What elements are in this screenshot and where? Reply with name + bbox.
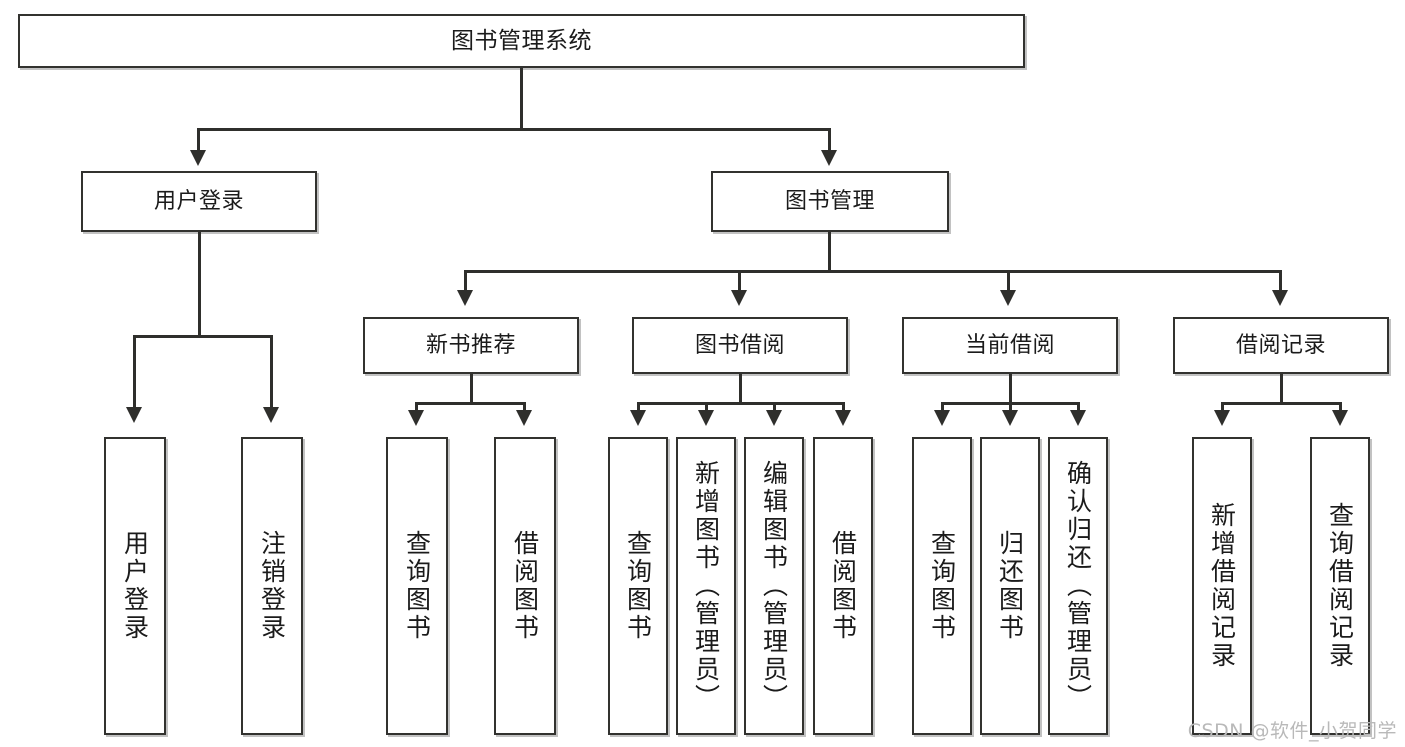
node-label: 用户登录	[120, 530, 150, 642]
node-label: 查询借阅记录	[1325, 502, 1355, 670]
arrow-book-mgmt-to-borrow-record	[1272, 290, 1288, 306]
node-label: 图书借阅	[694, 332, 785, 358]
connector-book-borrow-drop-3	[773, 402, 776, 413]
node-book-borrow[interactable]: 图书借阅	[632, 317, 848, 374]
leaf-borrow-record-query[interactable]: 查询借阅记录	[1310, 437, 1370, 735]
arrow-current-borrow-leaf-1	[934, 410, 950, 426]
arrow-current-borrow-leaf-3	[1070, 410, 1086, 426]
connector-user-login-drop-1	[133, 335, 136, 410]
connector-book-mgmt-drop-3	[1007, 270, 1010, 293]
node-borrow-record[interactable]: 借阅记录	[1173, 317, 1389, 374]
node-label: 确认归还（管理员）	[1063, 460, 1093, 712]
arrow-root-to-book-mgmt	[821, 150, 837, 166]
node-label: 查询图书	[402, 530, 432, 642]
leaf-book-borrow-add[interactable]: 新增图书（管理员）	[676, 437, 736, 735]
arrow-new-book-leaf-2	[516, 410, 532, 426]
connector-book-mgmt-drop-4	[1279, 270, 1282, 293]
leaf-new-book-borrow[interactable]: 借阅图书	[494, 437, 556, 735]
node-label: 图书管理系统	[451, 27, 592, 54]
leaf-book-borrow-edit[interactable]: 编辑图书（管理员）	[744, 437, 804, 735]
connector-book-borrow-drop-1	[637, 402, 640, 413]
node-label: 新增图书（管理员）	[691, 460, 721, 712]
node-label: 查询图书	[927, 530, 957, 642]
node-new-book-recommend[interactable]: 新书推荐	[363, 317, 579, 374]
leaf-book-borrow-query[interactable]: 查询图书	[608, 437, 668, 735]
connector-root-bus	[197, 128, 831, 131]
leaf-book-borrow-borrow[interactable]: 借阅图书	[813, 437, 873, 735]
node-current-borrow[interactable]: 当前借阅	[902, 317, 1118, 374]
leaf-borrow-record-add[interactable]: 新增借阅记录	[1192, 437, 1252, 735]
connector-borrow-record-stem	[1280, 374, 1283, 404]
connector-borrow-record-drop-1	[1221, 402, 1224, 413]
connector-root-to-user-login	[197, 128, 200, 153]
leaf-user-login-login[interactable]: 用户登录	[104, 437, 166, 735]
arrow-borrow-record-leaf-2	[1332, 410, 1348, 426]
connector-book-borrow-bus	[637, 402, 845, 405]
connector-user-login-bus	[133, 335, 273, 338]
node-label: 借阅图书	[828, 530, 858, 642]
connector-book-borrow-drop-2	[705, 402, 708, 413]
connector-user-login-stem	[198, 232, 201, 337]
arrow-book-mgmt-to-new-book	[457, 290, 473, 306]
connector-current-borrow-stem	[1009, 374, 1012, 404]
connector-new-book-stem	[470, 374, 473, 404]
arrow-book-borrow-leaf-2	[698, 410, 714, 426]
connector-book-mgmt-drop-1	[464, 270, 467, 293]
arrow-book-borrow-leaf-1	[630, 410, 646, 426]
node-label: 当前借阅	[964, 332, 1055, 358]
arrow-current-borrow-leaf-2	[1002, 410, 1018, 426]
connector-new-book-drop-1	[415, 402, 418, 413]
node-label: 图书管理	[784, 188, 875, 214]
arrow-user-login-leaf-2	[263, 407, 279, 423]
node-label: 注销登录	[257, 530, 287, 642]
arrow-book-borrow-leaf-3	[766, 410, 782, 426]
node-label: 查询图书	[623, 530, 653, 642]
leaf-current-borrow-return[interactable]: 归还图书	[980, 437, 1040, 735]
arrow-book-borrow-leaf-4	[835, 410, 851, 426]
connector-new-book-drop-2	[523, 402, 526, 413]
connector-borrow-record-bus	[1221, 402, 1342, 405]
node-label: 借阅记录	[1235, 332, 1326, 358]
connector-root-to-book-mgmt	[828, 128, 831, 153]
arrow-root-to-user-login	[190, 150, 206, 166]
connector-new-book-bus	[415, 402, 526, 405]
leaf-current-borrow-query[interactable]: 查询图书	[912, 437, 972, 735]
connector-current-borrow-drop-1	[941, 402, 944, 413]
leaf-current-borrow-confirm[interactable]: 确认归还（管理员）	[1048, 437, 1108, 735]
node-label: 新书推荐	[425, 332, 516, 358]
connector-book-borrow-stem	[739, 374, 742, 404]
node-user-login[interactable]: 用户登录	[81, 171, 317, 232]
arrow-user-login-leaf-1	[126, 407, 142, 423]
arrow-book-mgmt-to-current-borrow	[1000, 290, 1016, 306]
connector-book-borrow-drop-4	[842, 402, 845, 413]
node-root-system[interactable]: 图书管理系统	[18, 14, 1025, 68]
connector-current-borrow-drop-3	[1077, 402, 1080, 413]
connector-current-borrow-drop-2	[1009, 402, 1012, 413]
arrow-borrow-record-leaf-1	[1214, 410, 1230, 426]
connector-user-login-drop-2	[270, 335, 273, 410]
node-label: 新增借阅记录	[1207, 502, 1237, 670]
node-label: 归还图书	[995, 530, 1025, 642]
connector-book-mgmt-bus	[464, 270, 1282, 273]
connector-borrow-record-drop-2	[1339, 402, 1342, 413]
arrow-new-book-leaf-1	[408, 410, 424, 426]
connector-root-stem	[520, 68, 523, 129]
connector-book-mgmt-stem	[828, 232, 831, 272]
arrow-book-mgmt-to-book-borrow	[731, 290, 747, 306]
node-book-management[interactable]: 图书管理	[711, 171, 949, 232]
node-label: 编辑图书（管理员）	[759, 460, 789, 712]
node-label: 用户登录	[153, 188, 244, 214]
leaf-new-book-query[interactable]: 查询图书	[386, 437, 448, 735]
node-label: 借阅图书	[510, 530, 540, 642]
leaf-user-login-logout[interactable]: 注销登录	[241, 437, 303, 735]
connector-book-mgmt-drop-2	[738, 270, 741, 293]
